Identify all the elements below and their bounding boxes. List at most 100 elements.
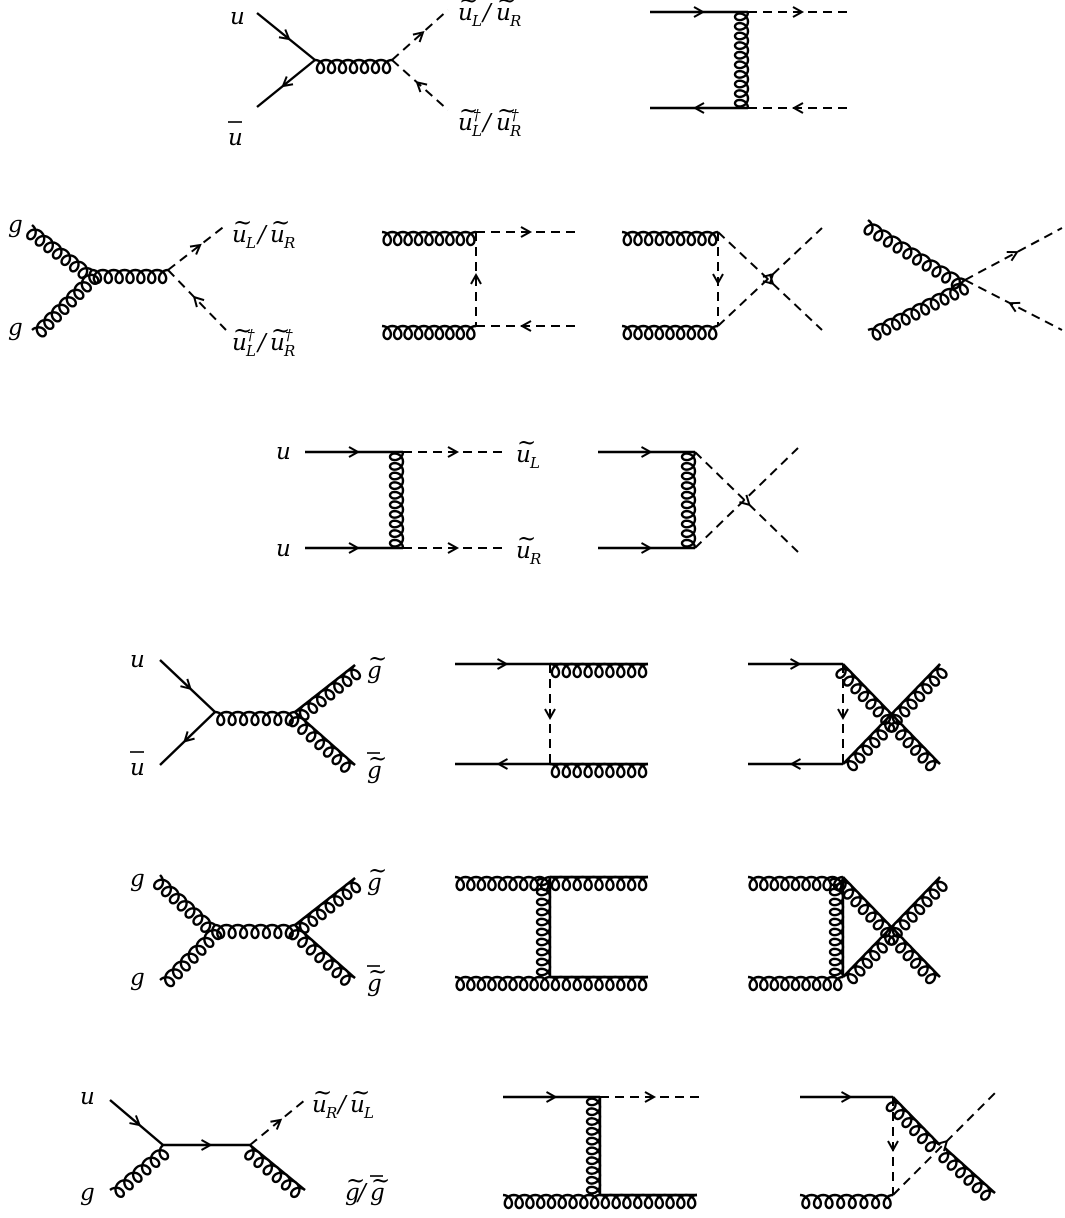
incoming-gluon-line bbox=[799, 1193, 894, 1210]
label-squark-pair-out-dagger-2: u ~ † L / u ~ † R bbox=[232, 318, 295, 360]
scalar-arrow bbox=[762, 272, 775, 285]
svg-text:/: / bbox=[256, 222, 268, 248]
outgoing-antisquark-line bbox=[167, 269, 227, 331]
outgoing-gluino-line bbox=[294, 877, 362, 934]
svg-text:L: L bbox=[245, 234, 256, 252]
fermion-arrow bbox=[201, 1139, 213, 1151]
outgoing-squark-line bbox=[694, 451, 799, 553]
scalar-arrow bbox=[519, 320, 532, 332]
svg-text:/: / bbox=[356, 1180, 368, 1206]
incoming-gluon-line bbox=[454, 875, 551, 892]
scalar-arrow bbox=[189, 243, 202, 255]
label-g1-in: g bbox=[8, 212, 23, 238]
gluon-propagator-s bbox=[214, 710, 296, 727]
scalar-arrow bbox=[936, 1139, 949, 1152]
gluon-propagator-s bbox=[91, 268, 169, 285]
gluino-propagator-t bbox=[535, 876, 552, 978]
outgoing-gluino-line bbox=[549, 662, 649, 679]
svg-text:u: u bbox=[270, 222, 285, 248]
label-u1-in: u bbox=[276, 439, 291, 465]
svg-text:g: g bbox=[367, 658, 382, 684]
svg-text:L: L bbox=[471, 122, 482, 140]
outgoing-squark-line bbox=[249, 1099, 306, 1146]
scalar-arrow bbox=[447, 446, 460, 458]
incoming-antiquark-line bbox=[256, 59, 316, 108]
fermion-arrow bbox=[789, 758, 801, 770]
label-ubar-in-4: u bbox=[130, 755, 145, 781]
scalar-arrow bbox=[412, 30, 425, 43]
svg-text:~: ~ bbox=[497, 98, 516, 124]
incoming-gluon-line bbox=[621, 230, 719, 247]
fermion-arrow bbox=[693, 6, 706, 18]
incoming-gluon-line bbox=[381, 230, 477, 247]
svg-text:/: / bbox=[256, 330, 268, 356]
incoming-gluon-line bbox=[867, 278, 970, 341]
svg-text:†: † bbox=[247, 326, 255, 344]
incoming-gluon-line bbox=[621, 324, 719, 341]
outgoing-gluino-line bbox=[549, 875, 649, 892]
outgoing-gluino-line bbox=[244, 1144, 306, 1199]
label-u-in-4: u bbox=[130, 647, 145, 673]
svg-text:~: ~ bbox=[517, 526, 536, 552]
outgoing-squark-line bbox=[694, 447, 799, 549]
incoming-gluon-line bbox=[863, 219, 966, 290]
svg-text:u: u bbox=[458, 0, 473, 26]
label-squark-R-out: u ~ R bbox=[516, 526, 541, 568]
outgoing-gluino-line bbox=[842, 876, 948, 985]
label-gluino-out-5: g ~ bbox=[367, 858, 387, 896]
svg-text:~: ~ bbox=[371, 1168, 390, 1194]
fermion-arrow bbox=[348, 446, 361, 458]
outgoing-gluino-fermion bbox=[294, 711, 356, 766]
svg-text:u: u bbox=[232, 330, 247, 356]
scalar-arrow bbox=[644, 1091, 657, 1103]
svg-text:u: u bbox=[270, 330, 285, 356]
svg-text:~: ~ bbox=[313, 1080, 332, 1106]
svg-text:u: u bbox=[232, 222, 247, 248]
svg-text:/: / bbox=[481, 0, 493, 26]
label-g-in-6: g bbox=[80, 1180, 95, 1206]
scalar-arrow bbox=[887, 1140, 899, 1153]
gluino-propagator-u bbox=[680, 451, 697, 549]
outgoing-gluino-fermion bbox=[842, 663, 941, 765]
label-u-in-6: u bbox=[80, 1084, 95, 1110]
svg-text:~: ~ bbox=[271, 318, 290, 344]
outgoing-antisquark-line bbox=[391, 59, 449, 111]
svg-text:~: ~ bbox=[459, 98, 478, 124]
svg-text:u: u bbox=[350, 1092, 365, 1118]
outgoing-gluino-line bbox=[294, 664, 362, 721]
label-ubar-in: u bbox=[228, 125, 243, 151]
svg-text:~: ~ bbox=[459, 0, 478, 14]
svg-text:†: † bbox=[511, 106, 519, 124]
outgoing-gluino-fermion bbox=[294, 924, 356, 979]
fermion-arrow bbox=[692, 102, 705, 114]
label-g1-in-5: g bbox=[130, 866, 145, 892]
fermion-arrow bbox=[183, 731, 195, 743]
outgoing-gluino-line bbox=[549, 975, 649, 992]
label-antigluino-out-4: g ~ bbox=[367, 746, 387, 784]
incoming-gluon-line bbox=[159, 924, 223, 988]
svg-text:g: g bbox=[367, 758, 382, 784]
outgoing-gluino-line bbox=[938, 1147, 996, 1201]
label-g2-in-5: g bbox=[130, 965, 145, 991]
outgoing-gluino-line bbox=[288, 711, 356, 773]
svg-text:/: / bbox=[481, 110, 493, 136]
outgoing-gluino-fermion bbox=[249, 1144, 306, 1191]
svg-text:~: ~ bbox=[368, 858, 387, 884]
scalar-arrow bbox=[447, 542, 460, 554]
fermion-arrow bbox=[497, 658, 509, 670]
outgoing-squark-line bbox=[717, 231, 823, 331]
svg-text:L: L bbox=[363, 1104, 374, 1122]
scalar-arrow bbox=[712, 273, 724, 286]
incoming-gluon-line bbox=[454, 975, 551, 992]
incoming-quark-line bbox=[159, 659, 216, 713]
outgoing-squark-line bbox=[964, 227, 1063, 281]
svg-text:L: L bbox=[529, 454, 540, 472]
outgoing-gluino-line bbox=[599, 1193, 698, 1210]
gluon-propagator-s bbox=[214, 923, 296, 940]
outgoing-squark-line bbox=[892, 1092, 996, 1196]
fermion-arrow bbox=[278, 29, 291, 41]
svg-text:R: R bbox=[509, 12, 521, 30]
gluino-propagator-u bbox=[828, 876, 845, 978]
scalar-arrow bbox=[470, 272, 482, 285]
label-squark-L-out: u ~ L bbox=[516, 430, 540, 472]
